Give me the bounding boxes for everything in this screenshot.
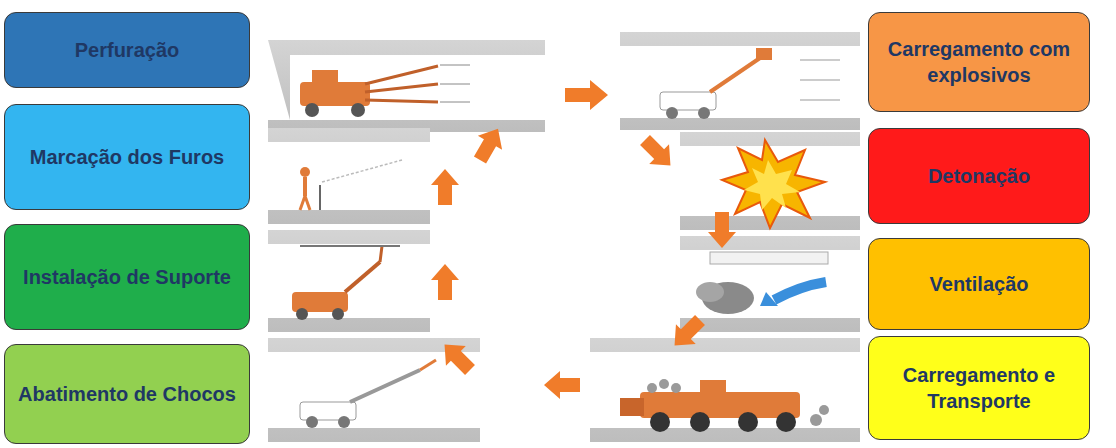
- step-label: Instalação de Suporte: [23, 264, 231, 290]
- step-box: Ventilação: [868, 238, 1090, 330]
- step-label: Marcação dos Furos: [30, 144, 225, 170]
- drill-rig: [300, 65, 470, 117]
- charging-unit: [660, 48, 840, 119]
- step-box: Instalação de Suporte: [4, 224, 250, 330]
- step-label: Detonação: [928, 163, 1030, 189]
- cycle-arrows: [431, 80, 736, 399]
- surveyor-figure: [300, 160, 402, 210]
- step-label: Perfuração: [75, 37, 180, 63]
- bolting-rig: [292, 246, 400, 320]
- loader-truck: [620, 379, 829, 432]
- step-label: Ventilação: [930, 271, 1029, 297]
- step-box: Carregamento e Transporte: [868, 336, 1090, 440]
- step-label: Carregamento com explosivos: [879, 36, 1079, 88]
- step-label: Carregamento e Transporte: [879, 362, 1079, 414]
- step-box: Carregamento com explosivos: [868, 12, 1090, 112]
- step-box: Abatimento de Chocos: [4, 344, 250, 444]
- step-box: Marcação dos Furos: [4, 104, 250, 210]
- tunnel-panels: [268, 32, 860, 442]
- scaling-machine: [300, 360, 436, 428]
- ventilation-duct: [696, 252, 828, 314]
- step-box: Perfuração: [4, 12, 250, 88]
- step-label: Abatimento de Chocos: [18, 381, 236, 407]
- step-box: Detonação: [868, 128, 1090, 224]
- blast-symbol: [722, 140, 825, 228]
